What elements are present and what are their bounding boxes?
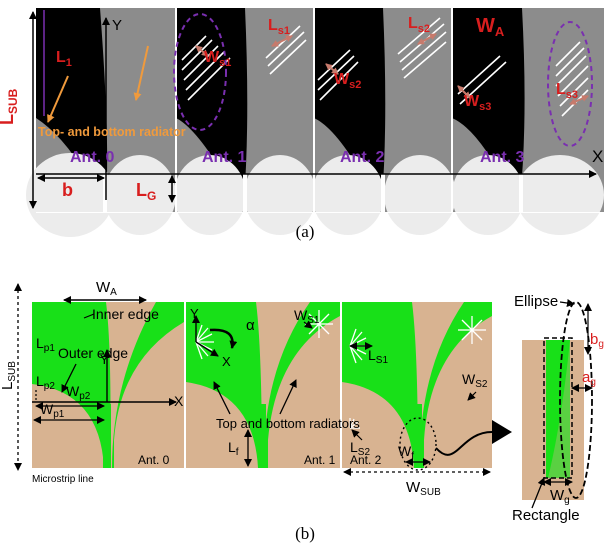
ant-3-label: Ant. 3 [480,149,525,166]
lf-label: Lf [228,439,239,458]
wsub-label: WSUB [406,479,441,498]
b-lsub-label: LSUB [0,361,18,390]
ls2-label: Ls2 [408,15,430,35]
panel-a-ground-ellipses [26,153,604,237]
wa-label: WA [476,15,505,39]
ellipse-arrow [559,299,575,307]
wg-label: Wg [550,487,570,506]
panel-b: LSUB WA Inner edge Lp1 Outer edge Y X Lp… [0,279,604,524]
ws1-marker [195,45,209,57]
top-bottom-arrow-2 [279,379,297,415]
ws3-label: Ws3 [464,93,491,113]
l1-label: L1 [56,49,72,69]
panel-b-separator-1 [184,302,186,468]
b-y2-label: Y [190,306,199,321]
b-ant2-label: Ant. 2 [350,453,382,467]
ls1-marker [271,35,293,47]
zoom-arrow [492,420,512,444]
b-ws2-arrow [467,391,477,401]
ws2-marker [325,63,339,75]
ant-0-label: Ant. 0 [70,149,115,166]
panel-a-x-label: X [592,147,603,166]
ant-2-label: Ant. 2 [340,149,385,166]
b-ws1-label: WS1 [294,307,320,326]
inner-edge-arrow [83,313,95,319]
panel-a-highlight-ellipses [173,13,593,147]
bg-label: bg [590,331,604,350]
panel-b-ant0 [32,302,184,468]
panel-a-black-radiators [36,8,525,200]
lp2-label: Lp2 [36,373,55,392]
b-ls2-label: LS2 [350,439,370,458]
ls3-marker [569,95,589,105]
panel-a: Y X LSUB L1 Top- and bottom radiator Ant… [0,8,604,237]
b-ls2-arrow [351,429,363,441]
b-ls1-label: LS1 [368,347,388,366]
ls1-label: Ls1 [268,17,290,37]
top-bottom-arrow-1 [213,381,231,415]
panel-a-y-label: Y [112,17,122,34]
panel-b-inset [522,301,593,500]
b-ant1-label: Ant. 1 [304,453,336,467]
lg-label: LG [136,180,156,203]
b-ant1-x-axis [195,341,219,357]
top-bottom-label: Top and bottom radiators [216,416,360,431]
ws1-label: Ws1 [204,49,231,69]
radiator-label: Top- and bottom radiator [38,125,186,139]
wp2-label: Wp2 [66,383,91,402]
panel-a-separators [103,8,523,212]
b-x1-label: X [174,393,184,409]
ant-1-label: Ant. 1 [202,149,247,166]
alpha-label: α [246,317,255,334]
panel-b-ant1 [186,302,340,468]
caption-a: (a) [295,222,315,241]
radiator-arrow-bottom [133,45,149,101]
wp1-label: Wp1 [40,401,65,420]
outer-edge-arrow [61,363,77,393]
ag-label: ag [582,369,596,388]
rectangle-label: Rectangle [512,507,580,524]
b-y1-label: Y [100,352,109,367]
b-x2-label: X [222,354,231,369]
inset-ellipse [559,301,593,499]
inner-edge-label: Inner edge [92,306,159,322]
b-ws1-arrow [303,320,313,329]
inset-rectangle [543,337,573,479]
ws3-marker [457,85,471,99]
ls2-marker [417,33,437,45]
radiator-arrow-top [47,75,69,123]
ellipse-label: Ellipse [514,293,558,310]
feed-highlight [399,417,437,471]
b-wa-label: WA [96,279,117,298]
panel-b-separator-2 [340,302,342,468]
wf-label: Wf [398,443,414,462]
alpha-arc [209,328,238,349]
radial-slots-ant2-small [349,418,360,429]
rectangle-arrow [531,477,546,509]
radial-slots-ant1-left [195,324,214,360]
b-label: b [62,180,73,200]
ws2-label: Ws2 [334,71,361,91]
lsub-label: LSUB [0,88,20,125]
feed-curve [435,431,493,456]
lp1-label: Lp1 [36,335,55,354]
b-ant0-label: Ant. 0 [138,453,170,467]
caption-b: (b) [295,524,315,543]
microstrip-label: Microstrip line [32,474,94,485]
outer-edge-label: Outer edge [58,345,128,361]
radial-slots-ant2-right [458,316,486,344]
b-ws2-label: WS2 [462,371,488,390]
